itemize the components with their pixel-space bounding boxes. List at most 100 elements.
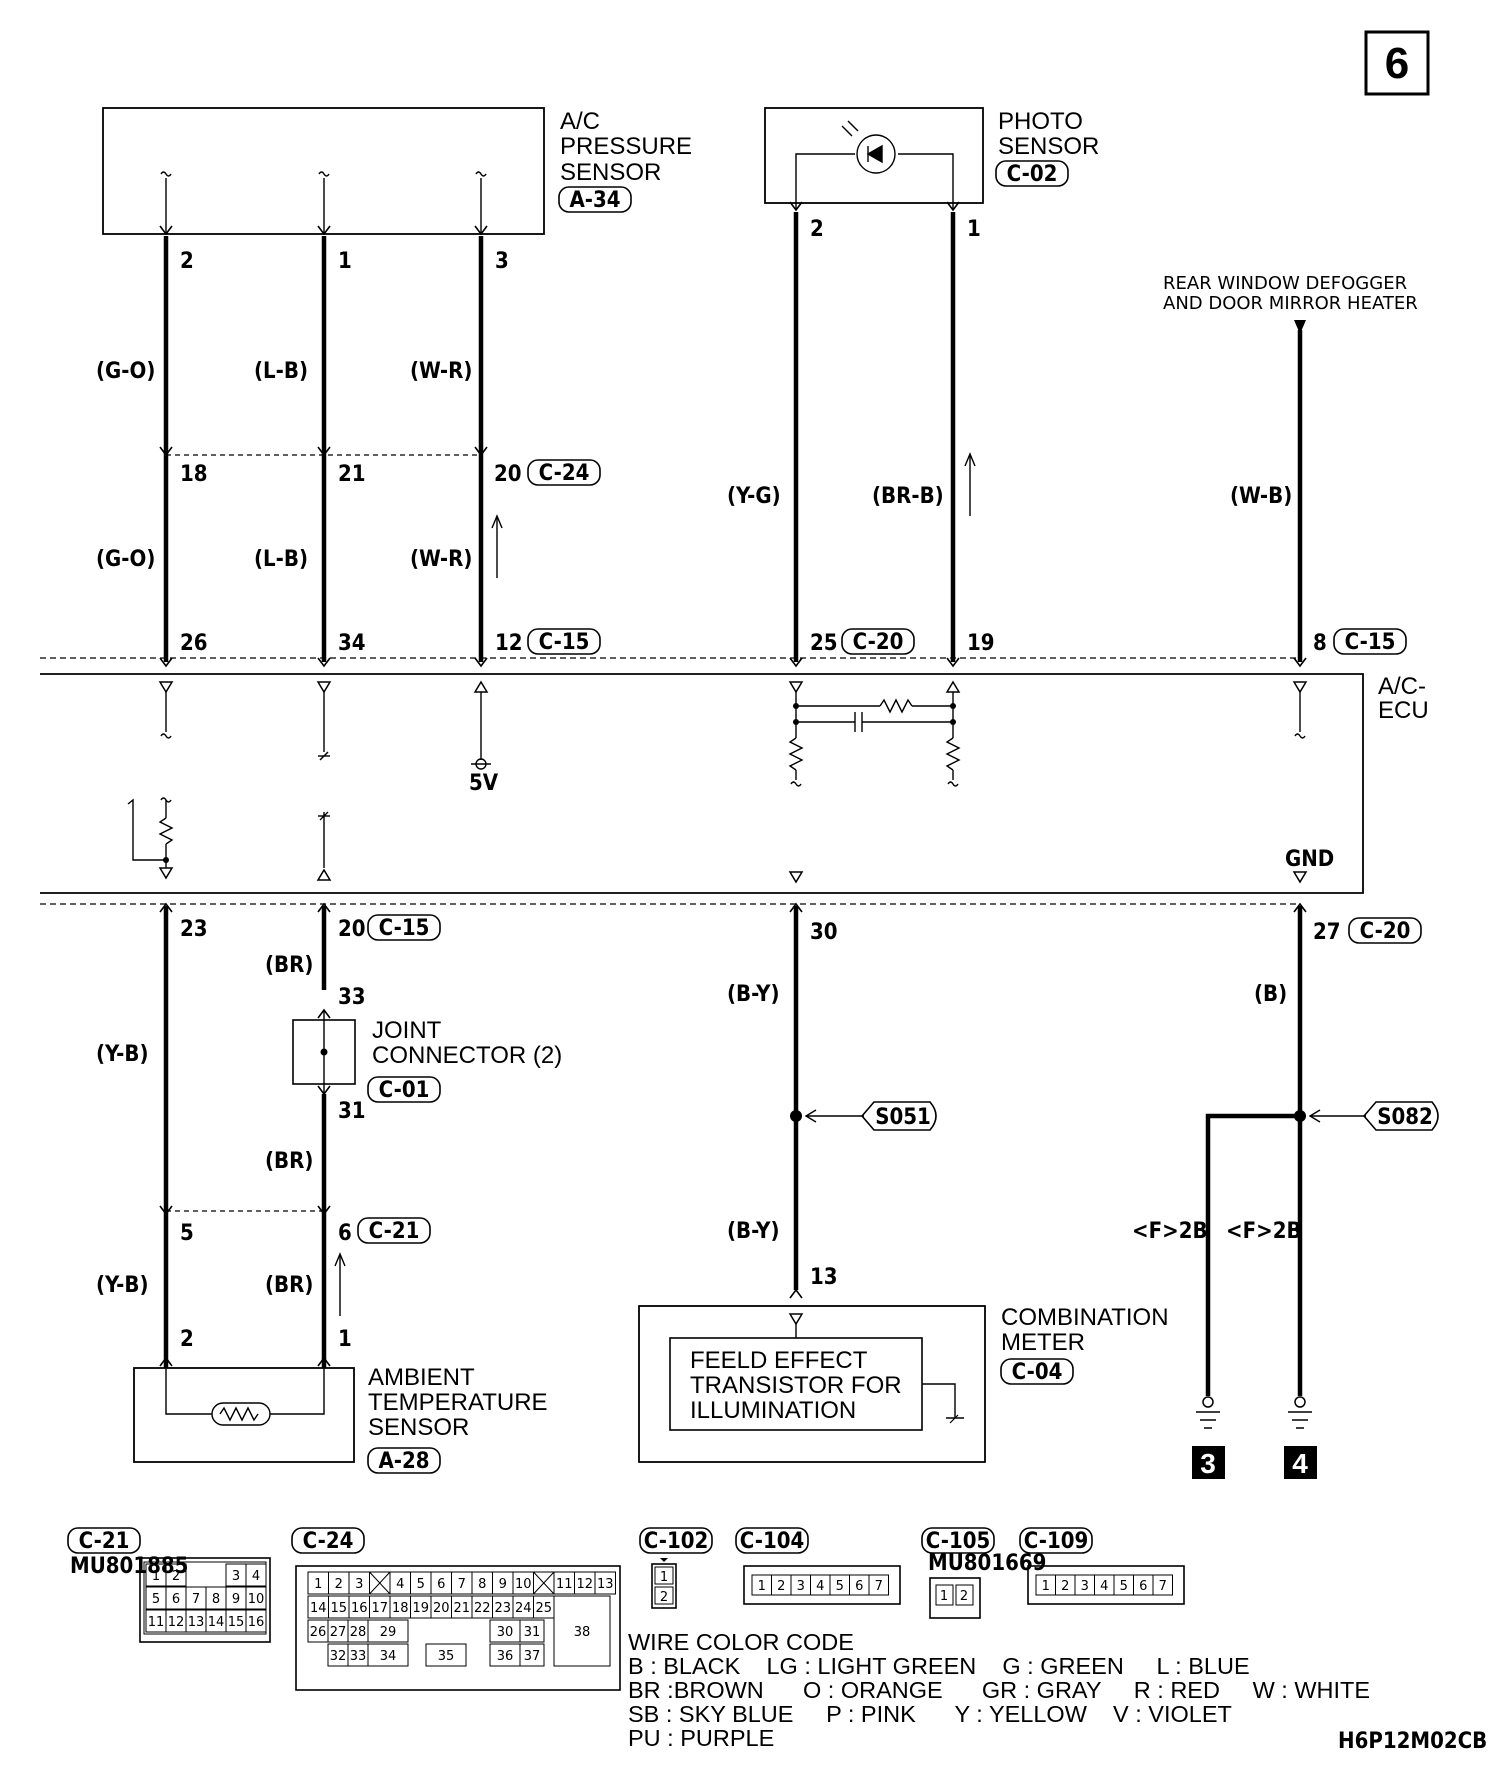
c24-pin-37: 37 xyxy=(524,1649,541,1664)
wire-color-code-line-2: BR :BROWN O : ORANGE GR : GRAY R : RED W… xyxy=(628,1677,1370,1703)
ground-badge-3 xyxy=(1192,1446,1225,1479)
c105-pin-2: 2 xyxy=(960,1589,968,1604)
c21-pin-1: 1 xyxy=(152,1569,160,1584)
c24-pin-7: 7 xyxy=(458,1577,466,1592)
photo-sensor-pin-1: 1 xyxy=(967,217,981,242)
ground-symbols xyxy=(1196,1396,1312,1429)
c24-pin-35-cell xyxy=(425,1643,467,1667)
wire-color-l-b: (L-B) xyxy=(254,359,308,384)
connector-c15-bottom-label: C-15 xyxy=(379,916,430,941)
c104-pin-6: 6 xyxy=(855,1579,863,1594)
fet-text-1: FEELD EFFECT xyxy=(690,1347,868,1374)
c21-view-name: C-21 xyxy=(79,1529,130,1554)
wire-color-l-b-2: (L-B) xyxy=(254,547,308,572)
ambient-pin-2: 2 xyxy=(180,1327,194,1352)
ecu-pin-12: 12 xyxy=(495,631,523,656)
connector-a34-badge xyxy=(558,186,632,213)
wire-color-g-o-2: (G-O) xyxy=(96,547,155,572)
c24-pin-29: 29 xyxy=(380,1625,397,1640)
joint-pin-33: 33 xyxy=(338,985,366,1010)
c24-pin-31-cell xyxy=(519,1619,545,1643)
c24-pin-37-cell xyxy=(519,1643,545,1667)
combination-meter-title-2: METER xyxy=(1001,1329,1085,1356)
wire-color-b-y-1: (B-Y) xyxy=(727,982,780,1007)
connector-c15b-label: C-15 xyxy=(1345,630,1396,655)
ac-pressure-sensor-title-1: A/C xyxy=(560,108,600,135)
wire-color-f2b-1: <F>2B xyxy=(1132,1219,1208,1244)
c24-pin-15: 15 xyxy=(330,1601,347,1616)
splice-s051-label: S051 xyxy=(875,1105,931,1130)
c24-pin-13: 13 xyxy=(597,1577,614,1592)
wire-color-y-g: (Y-G) xyxy=(727,484,781,509)
ecu-title-2: ECU xyxy=(1378,697,1429,724)
c24-pin-5: 5 xyxy=(417,1577,425,1592)
wire-color-br-1: (BR) xyxy=(265,953,313,978)
c24-blank-blank-mark xyxy=(369,1571,391,1595)
c24-pin-25: 25 xyxy=(535,1601,552,1616)
c24-pin-3: 3 xyxy=(355,1577,363,1592)
c24-pin-24: 24 xyxy=(515,1601,532,1616)
page-number: 6 xyxy=(1385,39,1409,88)
c24-pin-11: 11 xyxy=(556,1577,573,1592)
c24-pin-21: 21 xyxy=(453,1601,470,1616)
defogger-label-1: REAR WINDOW DEFOGGER xyxy=(1163,273,1407,294)
photo-sensor-title-2: SENSOR xyxy=(998,133,1099,160)
c24-pin-16: 16 xyxy=(351,1601,368,1616)
ac-pressure-pin-1: 1 xyxy=(338,249,352,274)
c109-pin-2: 2 xyxy=(1061,1579,1069,1594)
c104-view-name: C-104 xyxy=(740,1529,805,1554)
c21-pin-10: 10 xyxy=(248,1592,265,1607)
photo-sensor-box xyxy=(764,107,984,204)
c24-pin-35: 35 xyxy=(438,1649,455,1664)
c24-pin-23: 23 xyxy=(494,1601,511,1616)
c24-pin-27: 27 xyxy=(330,1625,347,1640)
wire-color-g-o: (G-O) xyxy=(96,359,155,384)
combination-meter-title-1: COMBINATION xyxy=(1001,1304,1169,1331)
c24-pin-22: 22 xyxy=(474,1601,491,1616)
c21-pin-12: 12 xyxy=(168,1615,185,1630)
c109-pin-7-cell xyxy=(1152,1574,1173,1596)
ambient-sensor-title-2: TEMPERATURE xyxy=(368,1389,548,1416)
splice-s082-point xyxy=(1294,1110,1306,1122)
c24-pin-38: 38 xyxy=(574,1625,591,1640)
ac-pressure-pin-2: 2 xyxy=(180,249,194,274)
c21-pin-4: 4 xyxy=(252,1569,260,1584)
c21-pin-2: 2 xyxy=(172,1569,180,1584)
splice-s051-point xyxy=(790,1110,802,1122)
combination-meter-box xyxy=(638,1305,986,1463)
c104-pin-2: 2 xyxy=(777,1579,785,1594)
c24-pin-13-cell xyxy=(594,1571,616,1595)
c21-pin-5: 5 xyxy=(152,1592,160,1607)
c21-pin-14: 14 xyxy=(208,1615,225,1630)
c104-pin-1: 1 xyxy=(758,1579,766,1594)
c109-pin-5: 5 xyxy=(1120,1579,1128,1594)
wire-color-code-line-1: B : BLACK LG : LIGHT GREEN G : GREEN L :… xyxy=(628,1653,1250,1679)
ground-4-label: 4 xyxy=(1292,1448,1308,1479)
connector-c24-label: C-24 xyxy=(539,461,590,486)
c24-pin-9: 9 xyxy=(499,1577,507,1592)
c24-pin-30: 30 xyxy=(497,1625,514,1640)
wire-color-br-b: (BR-B) xyxy=(872,484,944,509)
fet-text-2: TRANSISTOR FOR xyxy=(690,1372,902,1399)
ac-ecu-box xyxy=(40,673,1364,894)
c102-view-name: C-102 xyxy=(644,1529,709,1554)
c24-pin-36: 36 xyxy=(497,1649,514,1664)
ecu-pin-19: 19 xyxy=(967,631,995,656)
c105-pin-1: 1 xyxy=(940,1589,948,1604)
ecu-pin-20: 20 xyxy=(338,917,366,942)
wire-color-w-b: (W-B) xyxy=(1230,484,1292,509)
ecu-pin-8: 8 xyxy=(1313,631,1327,656)
c24-pin-34-cell xyxy=(367,1643,409,1667)
c24-pin-18: 18 xyxy=(180,462,208,487)
wire-color-b-y-2: (B-Y) xyxy=(727,1219,780,1244)
photo-sensor-pin-2: 2 xyxy=(810,217,824,242)
c24-pin-33: 33 xyxy=(350,1649,367,1664)
c21-pin-4-cell xyxy=(245,1563,267,1587)
c109-pin-4: 4 xyxy=(1100,1579,1108,1594)
c21-pin-8: 8 xyxy=(212,1592,220,1607)
c104-pin-5: 5 xyxy=(836,1579,844,1594)
c102-pin-1: 1 xyxy=(660,1570,668,1585)
c109-pin-1: 1 xyxy=(1042,1579,1050,1594)
c109-view-name: C-109 xyxy=(1024,1529,1089,1554)
